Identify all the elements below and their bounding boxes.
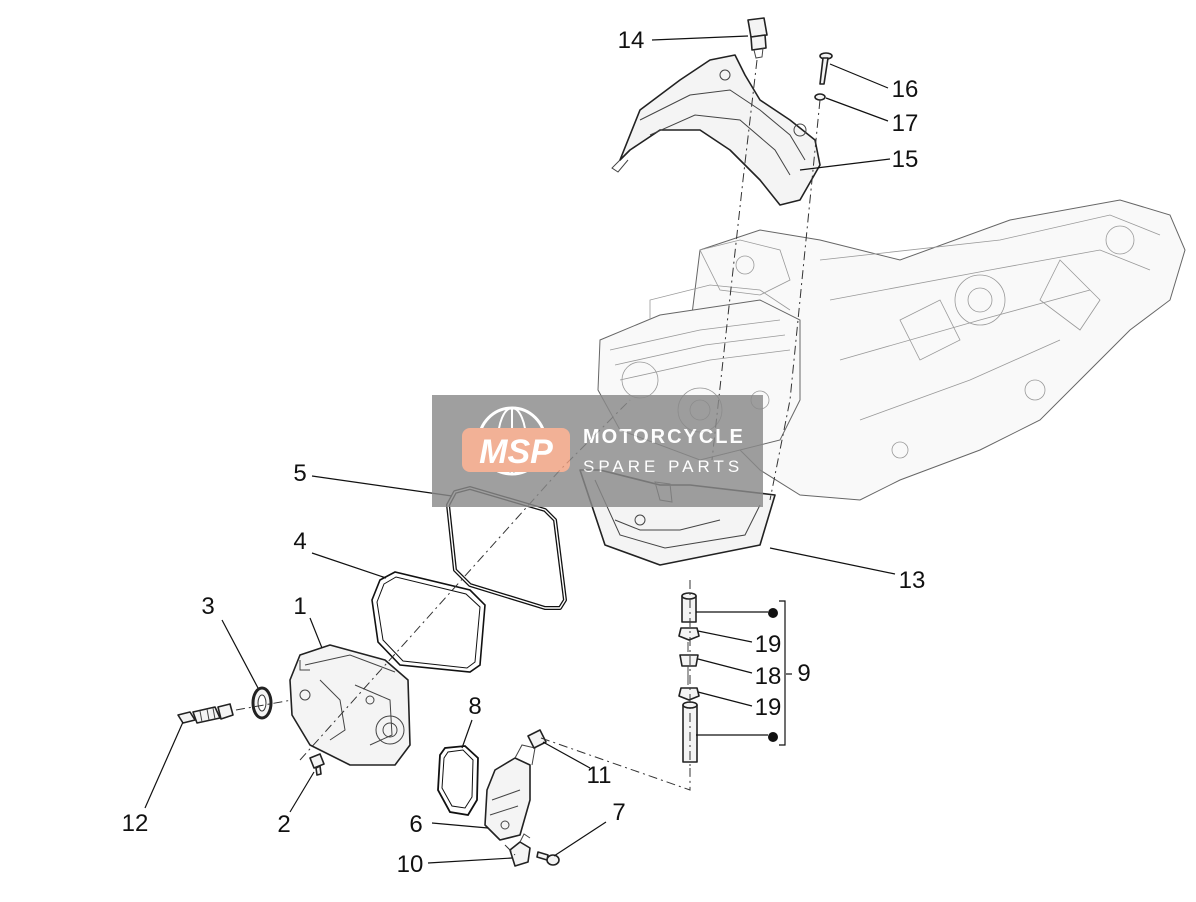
callout-4: 4 [293, 528, 306, 555]
pin-part-11 [527, 729, 547, 749]
callout-8: 8 [468, 693, 481, 720]
callout-9: 9 [797, 660, 810, 687]
oring-part-8 [437, 745, 479, 816]
assembly-axes [235, 59, 821, 856]
clip-part-10 [509, 833, 531, 867]
spark-plug-part-12 [177, 703, 234, 724]
callout-13: 13 [899, 567, 926, 594]
callout-19-upper: 19 [755, 631, 782, 658]
blowby-housing-part-6 [484, 744, 536, 841]
callout-15: 15 [892, 146, 919, 173]
callout-2: 2 [277, 811, 290, 838]
leader-lines [144, 35, 896, 864]
callout-19-lower: 19 [755, 694, 782, 721]
callout-12: 12 [122, 810, 149, 837]
screw-part-16 [819, 52, 833, 85]
screw-part-7 [536, 851, 560, 866]
bullet-bottom [768, 732, 778, 742]
callout-5: 5 [293, 460, 306, 487]
callout-3: 3 [201, 593, 214, 620]
callout-6: 6 [409, 811, 422, 838]
upper-cover-part-15 [611, 54, 821, 206]
watermark-logo-badge [462, 428, 570, 472]
callout-1: 1 [293, 593, 306, 620]
watermark-logo-text: MSP [479, 433, 553, 471]
seal-ring-part-3 [251, 686, 273, 720]
callout-14: 14 [618, 27, 645, 54]
bullet-top [768, 608, 778, 618]
sensor-part-14 [747, 17, 768, 59]
watermark: MSP MOTORCYCLE SPARE PARTS [432, 395, 763, 507]
watermark-line1: MOTORCYCLE [583, 426, 745, 448]
callout-18: 18 [755, 663, 782, 690]
watermark-line2: SPARE PARTS [583, 457, 743, 476]
washer-part-17 [814, 93, 826, 101]
callout-16: 16 [892, 76, 919, 103]
callout-labels: 1 2 3 4 5 6 7 8 9 10 11 12 13 14 15 16 1… [122, 27, 926, 878]
callout-7: 7 [612, 799, 625, 826]
gasket-thin-part-4 [371, 571, 486, 673]
bolt-part-2 [309, 753, 325, 776]
callout-10: 10 [397, 851, 424, 878]
valve-cover-part-1 [289, 644, 411, 766]
callout-17: 17 [892, 110, 919, 137]
callout-11: 11 [587, 762, 612, 789]
